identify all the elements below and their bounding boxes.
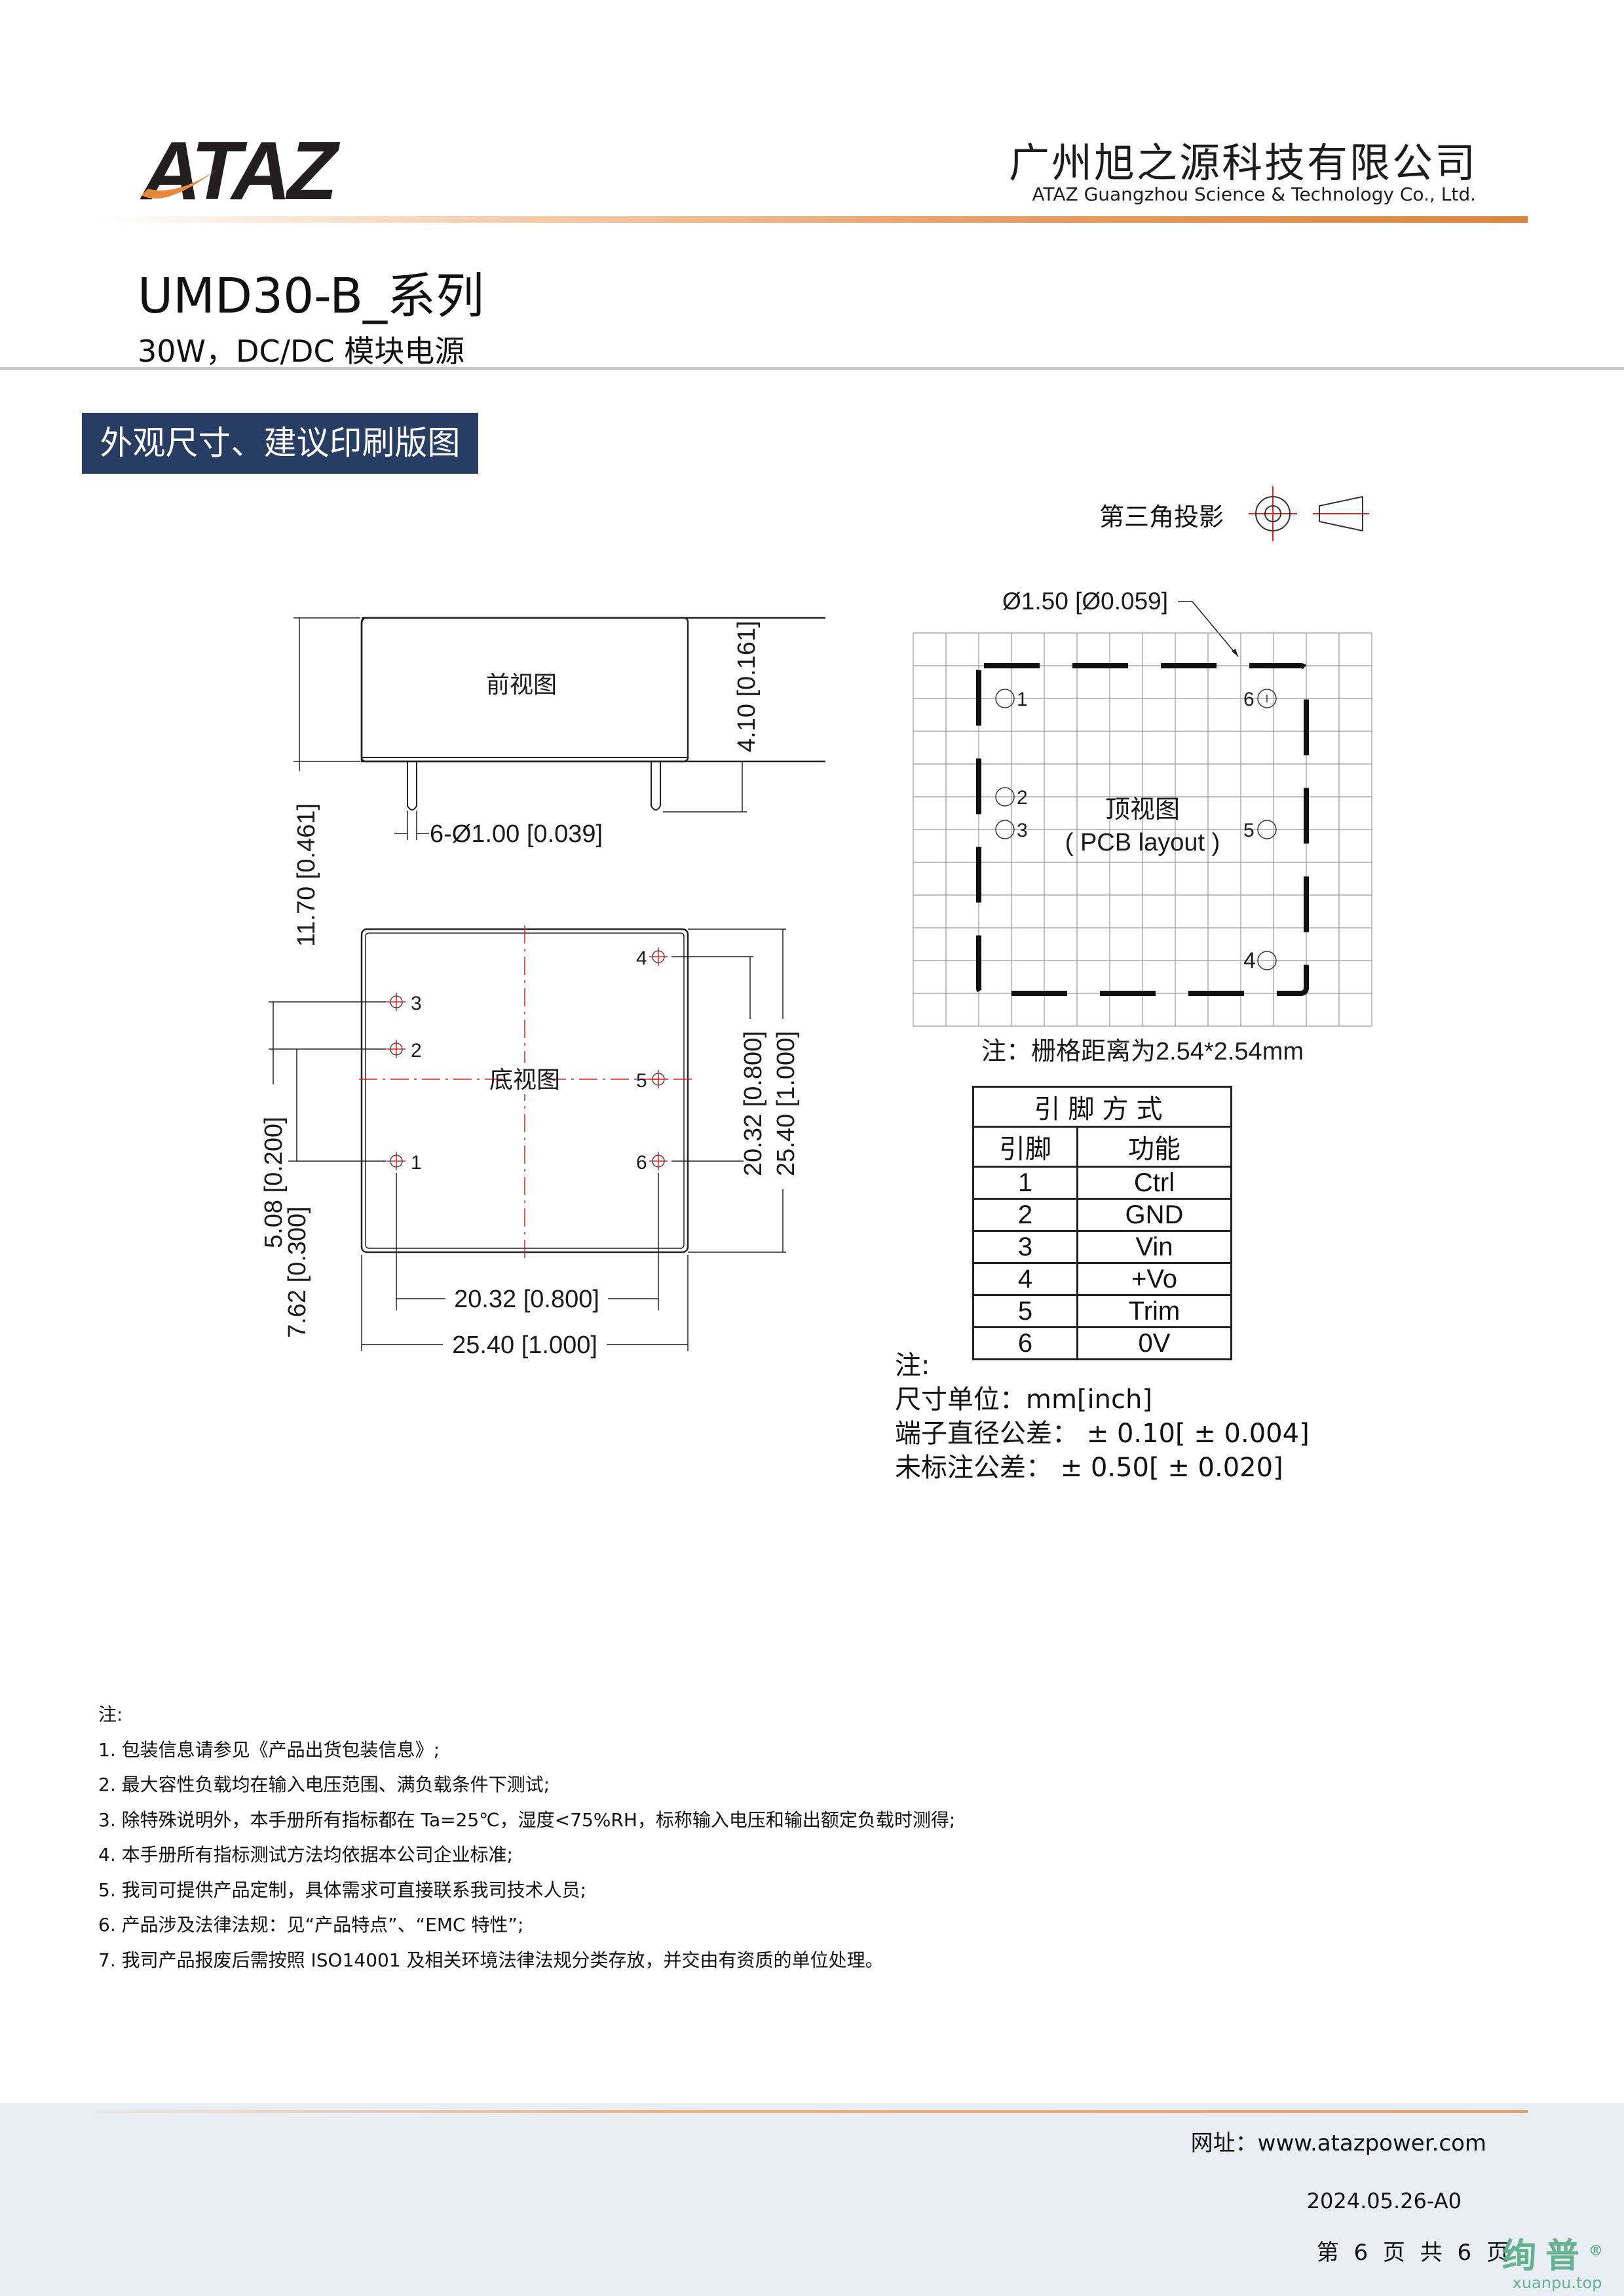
top-view-label: 顶视图: [1105, 796, 1180, 824]
bottom-height-dim: 25.40 [1.000]: [772, 1031, 800, 1176]
bottom-width-dim: 25.40 [1.000]: [452, 1331, 597, 1359]
pin1-pin3-dim: 7.62 [0.300]: [284, 1206, 311, 1338]
projection-label: 第三角投影: [1099, 503, 1224, 531]
footer-divider: [98, 2110, 1528, 2113]
hole-diameter-dim: Ø1.50 [Ø0.059]: [1002, 588, 1168, 615]
svg-text:5: 5: [636, 1070, 647, 1092]
svg-text:4: 4: [1243, 948, 1256, 973]
svg-text:3: 3: [411, 993, 422, 1014]
watermark: 绚普® xuanpu.top: [1502, 2233, 1612, 2291]
svg-text:ATAZ: ATAZ: [140, 131, 340, 210]
registered-icon: ®: [1589, 2243, 1612, 2259]
company-name-cn: 广州旭之源科技有限公司: [1008, 139, 1477, 187]
note-item: 4. 本手册所有指标测试方法均依据本公司企业标准;: [98, 1844, 514, 1866]
svg-text:6: 6: [636, 1152, 647, 1174]
bottom-pins: [387, 947, 668, 1170]
section-heading: 外观尺寸、建议印刷版图: [82, 413, 478, 474]
dimension-notes: 注: 尺寸单位：mm[inch] 端子直径公差： ± 0.10[ ± 0.004…: [895, 1349, 1310, 1485]
bottom-view-label: 底视图: [489, 1066, 560, 1093]
svg-text:3: 3: [1017, 820, 1028, 841]
pin-table-header-pin: 引脚: [972, 1126, 1078, 1168]
front-height-dim: 11.70 [0.461]: [293, 803, 320, 947]
note-item: 5. 我司可提供产品定制，具体需求可直接联系我司技术人员;: [98, 1879, 587, 1901]
website-link[interactable]: 网址：www.atazpower.com: [1190, 2130, 1486, 2156]
notes-title: 注:: [98, 1704, 123, 1725]
mechanical-drawing-left: 前视图 11.70 [0.461] 4.10 [0.161] 6-Ø1.00 […: [262, 617, 825, 1359]
svg-text:1: 1: [411, 1152, 422, 1174]
footer: [0, 2103, 1624, 2296]
pcb-layout-drawing: Ø1.50 [Ø0.059] 1 2 3 4 5 6 顶视图 ( PCB lay…: [913, 588, 1372, 1065]
pcb-holes: [995, 689, 1277, 970]
svg-text:1: 1: [1017, 689, 1028, 710]
svg-text:4: 4: [636, 947, 647, 969]
watermark-cn: 绚普: [1501, 2236, 1589, 2276]
grid-note: 注：栅格距离为2.54*2.54mm: [981, 1038, 1304, 1065]
front-view: 前视图 11.70 [0.461] 4.10 [0.161] 6-Ø1.00 […: [293, 617, 825, 947]
title-divider: [0, 367, 1624, 370]
company-name-en: ATAZ Guangzhou Science & Technology Co.,…: [1032, 183, 1476, 205]
general-notes: 注: 1. 包装信息请参见《产品出货包装信息》; 2. 最大容性负载均在输入电压…: [98, 1697, 955, 1978]
module-outline: [976, 663, 1309, 996]
terminal-tolerance-note: 端子直径公差： ± 0.10[ ± 0.004]: [895, 1419, 1310, 1449]
product-title: UMD30-B_系列: [138, 268, 484, 324]
bottom-pin-spacing-v-dim: 20.32 [0.800]: [740, 1031, 767, 1176]
revision-date: 2024.05.26-A0: [1306, 2189, 1462, 2213]
svg-text:2: 2: [1017, 787, 1028, 809]
table-row: 4+Vo: [972, 1262, 1232, 1296]
note-item: 1. 包装信息请参见《产品出货包装信息》;: [98, 1738, 440, 1761]
pin-table-caption: 引脚方式: [972, 1086, 1232, 1128]
third-angle-projection-icon: [1249, 486, 1369, 541]
dimension-notes-title: 注:: [895, 1350, 930, 1381]
note-item: 7. 我司产品报废后需按照 ISO14001 及相关环境法律法规分类存放，并交由…: [98, 1949, 884, 1971]
bottom-view: 底视图 3 2 1 4 5 6 20.32 [0.800] 25.40 [1.0…: [262, 925, 802, 1359]
top-view-sublabel: ( PCB layout ): [1065, 829, 1220, 856]
header-divider: [98, 216, 1528, 223]
bottom-pin-spacing-h-dim: 20.32 [0.800]: [454, 1286, 599, 1313]
note-item: 3. 除特殊说明外，本手册所有指标都在 Ta=25℃，湿度<75%RH，标称输入…: [98, 1808, 956, 1831]
pin-diameter-dim: 6-Ø1.00 [0.039]: [430, 820, 603, 848]
svg-text:6: 6: [1243, 689, 1255, 710]
svg-text:5: 5: [1243, 820, 1255, 841]
product-subtitle: 30W，DC/DC 模块电源: [138, 334, 465, 369]
note-item: 6. 产品涉及法律法规：见“产品特点”、“EMC 特性”;: [98, 1914, 524, 1936]
front-view-label: 前视图: [486, 671, 557, 698]
ataz-logo: ATAZ: [139, 124, 355, 217]
pin-table-header-function: 功能: [1076, 1126, 1232, 1168]
pin-length-dim: 4.10 [0.161]: [733, 621, 761, 752]
watermark-en: xuanpu.top: [1512, 2274, 1602, 2293]
pin1-pin2-dim: 5.08 [0.200]: [262, 1117, 288, 1248]
page-number: 第 6 页 共 6 页: [1316, 2240, 1513, 2266]
dimension-unit-note: 尺寸单位：mm[inch]: [895, 1385, 1152, 1415]
general-tolerance-note: 未标注公差： ± 0.50[ ± 0.020]: [895, 1453, 1283, 1483]
pcb-grid: [913, 632, 1372, 1027]
ataz-logo-icon: ATAZ: [140, 124, 344, 217]
svg-text:2: 2: [411, 1040, 422, 1062]
note-item: 2. 最大容性负载均在输入电压范围、满负载条件下测试;: [98, 1774, 550, 1795]
